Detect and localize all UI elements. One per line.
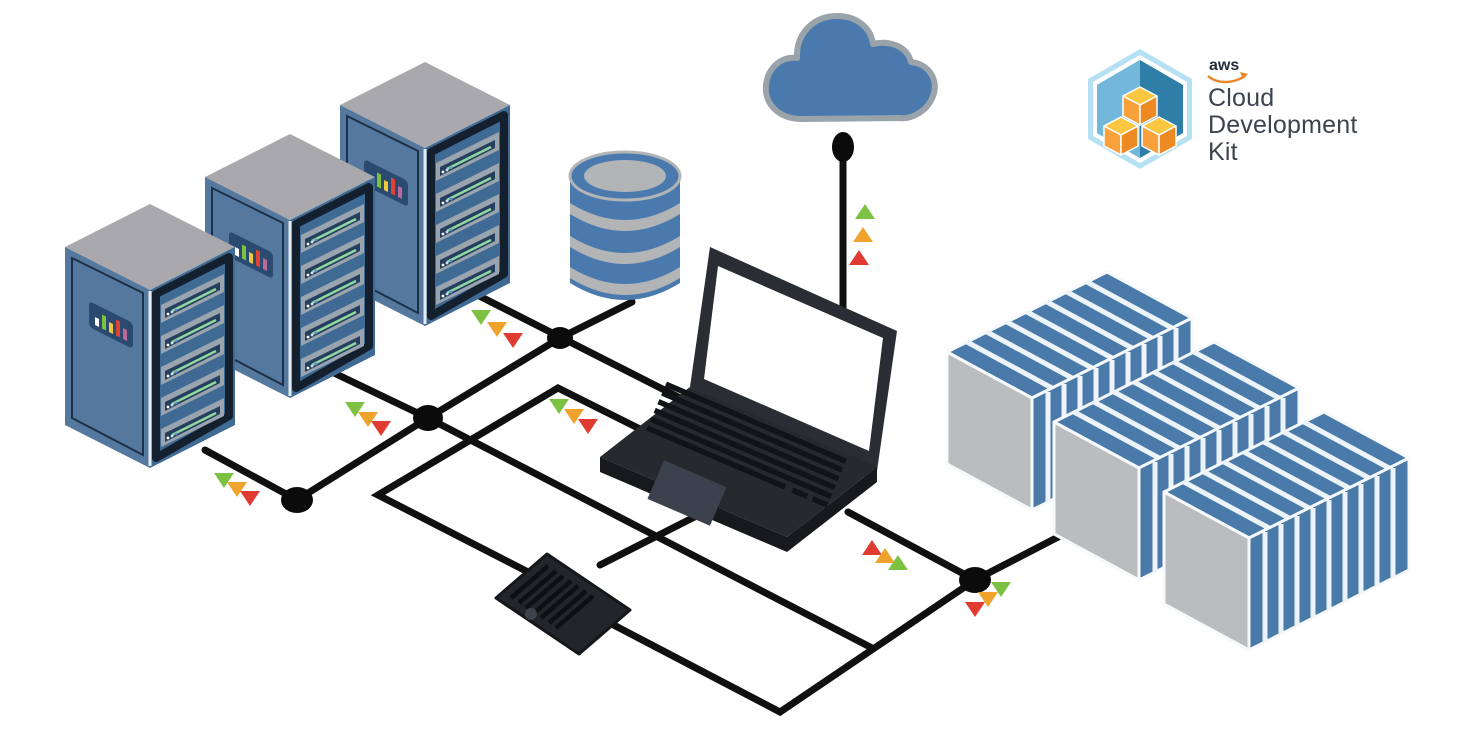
link-rack2-nodeb xyxy=(328,368,432,422)
laptop-keyboard xyxy=(646,381,848,508)
aws-smile-icon xyxy=(1207,74,1246,84)
network-nodes xyxy=(281,132,991,593)
traffic-indicator-cloud-link xyxy=(849,204,875,265)
smartphone-icon xyxy=(494,552,632,656)
laptop-base-side xyxy=(787,467,877,552)
cloud-link-node xyxy=(832,132,854,162)
laptop-screen xyxy=(704,266,883,451)
link-laptop-noded xyxy=(844,508,979,584)
link-rack1-nodec-nodeb-nodea xyxy=(201,334,564,505)
database-icon xyxy=(568,150,682,300)
laptop-touchpad xyxy=(647,460,727,526)
laptop-icon xyxy=(600,247,897,552)
cdk-title-line3: Kit xyxy=(1208,138,1238,166)
cdk-title-line1: Cloud xyxy=(1208,84,1274,112)
link-nodea-database xyxy=(556,298,636,342)
link-noded-storage xyxy=(971,531,1066,584)
traffic-indicator-node-b xyxy=(345,402,391,436)
aws-cdk-logo: aws Cloud Development Kit xyxy=(1088,49,1358,169)
node-b xyxy=(413,405,443,431)
aws-brand-text: aws xyxy=(1209,57,1239,74)
cdk-hexagon-icon xyxy=(1088,49,1192,169)
link-laptop-phone-left xyxy=(370,384,646,577)
aws-smile-arrow xyxy=(1240,72,1248,79)
cloud-icon xyxy=(762,13,938,122)
link-nodeb-noded xyxy=(424,414,876,652)
node-d xyxy=(959,567,991,593)
server-rack-1 xyxy=(65,204,235,468)
cdk-title-line2: Development xyxy=(1208,111,1358,139)
smartphone-button xyxy=(525,608,537,620)
node-c xyxy=(281,487,313,513)
node-a xyxy=(547,327,573,349)
link-phone-noded xyxy=(581,576,979,717)
traffic-indicator-node-d-upper xyxy=(862,540,908,570)
